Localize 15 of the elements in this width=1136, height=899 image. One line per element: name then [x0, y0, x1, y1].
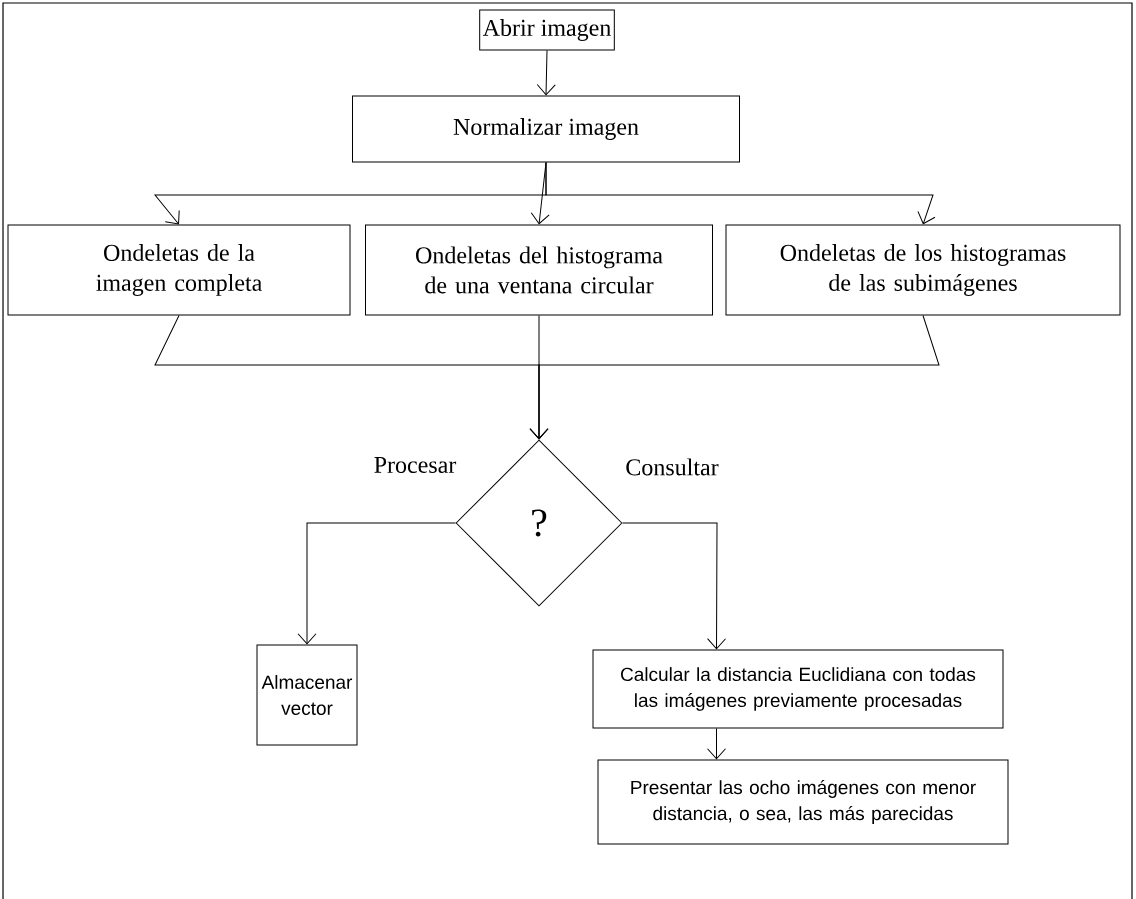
arrow: [622, 522, 727, 650]
process-box: Ondeletas de la imagen completa: [7, 224, 351, 316]
process-box: Calcular la distancia Euclidiana con todas las imágenes previamente procesadas: [592, 649, 1004, 729]
arrow: [545, 162, 936, 225]
process-box: Normalizar imagen: [352, 95, 740, 163]
process-box: Ondeletas de los histogramas de las subimágenes: [725, 224, 1121, 316]
edge-label: Procesar: [372, 456, 458, 474]
arrow: [536, 50, 556, 96]
process-box: Presentar las ocho imágenes con menor distancia, o sea, las más parecidas: [597, 759, 1009, 845]
arrow: [297, 522, 456, 645]
process-box: Abrir imagen: [479, 9, 615, 51]
arrow: [529, 315, 940, 440]
process-box: Ondeletas del histograma de una ventana circular: [365, 224, 713, 316]
process-box: Almacenar vector: [256, 644, 358, 746]
arrow: [707, 728, 726, 760]
